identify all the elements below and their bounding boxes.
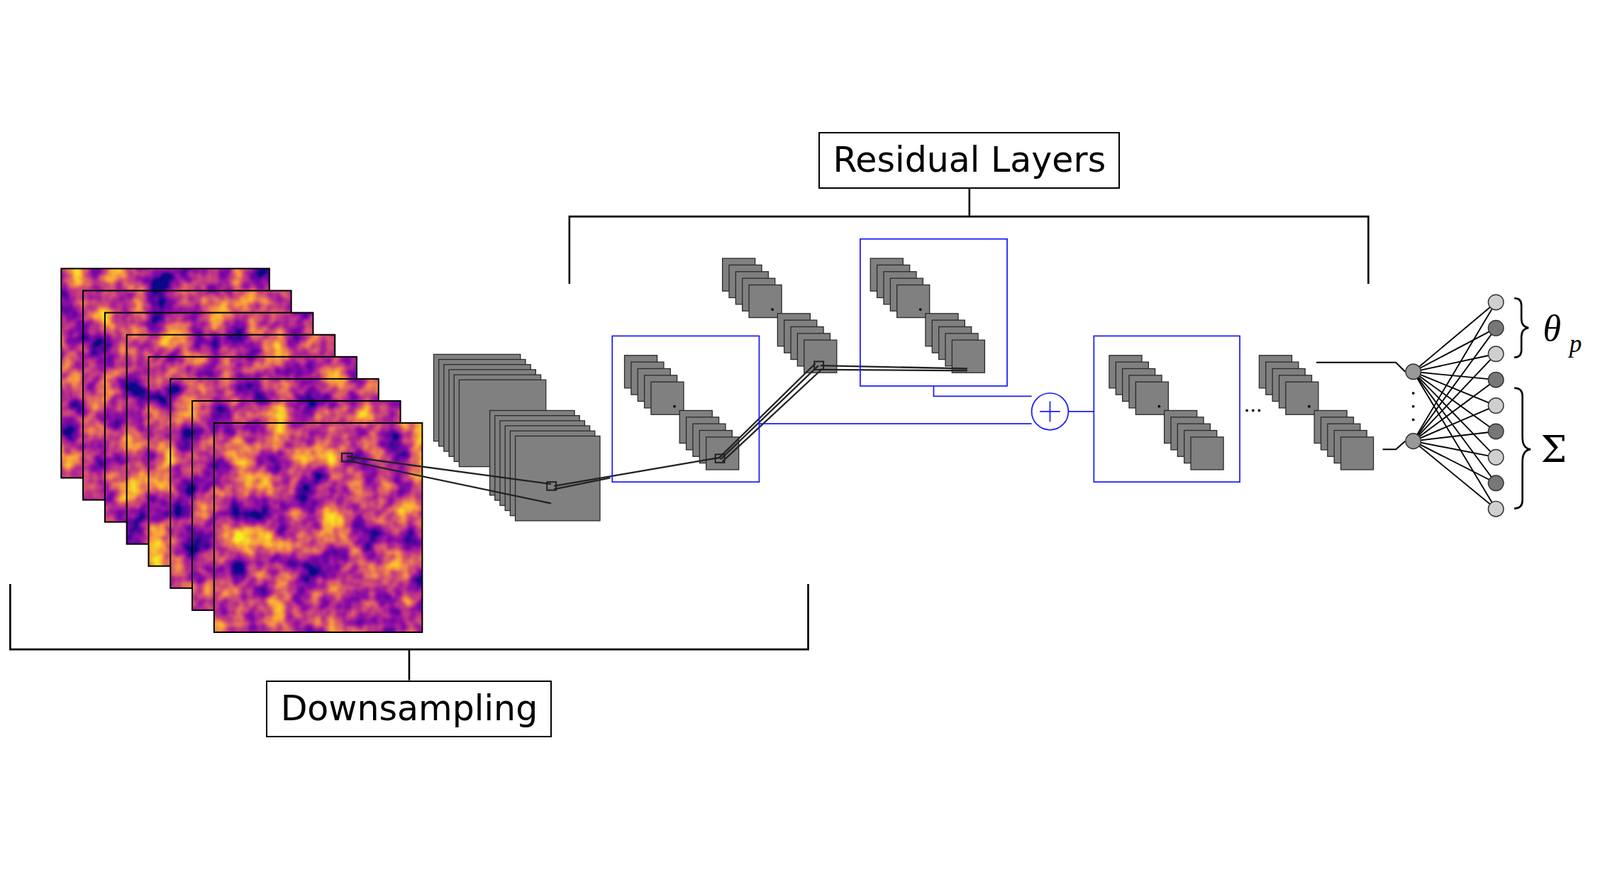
heatmap-stack: [60, 268, 422, 632]
dense-layer: [1405, 294, 1504, 517]
output-neuron: [1487, 449, 1504, 466]
dense-connection: [1413, 431, 1497, 442]
output-neuron: [1487, 371, 1504, 388]
heatmap-image: [214, 422, 423, 632]
dense-connection: [1413, 302, 1497, 372]
section-label: Downsampling: [280, 687, 539, 729]
feature-maps: [433, 258, 1374, 521]
output-neuron: [1487, 423, 1504, 440]
dense-connection: [1413, 441, 1497, 458]
section-label-box: Downsampling: [265, 680, 552, 737]
parameter-symbol: θ: [1542, 309, 1561, 347]
dot: [1307, 404, 1311, 408]
bracket-stem: [408, 648, 411, 680]
feature-map: [651, 381, 684, 415]
feature-map: [1135, 381, 1169, 415]
dense-connection: [1413, 441, 1497, 510]
dense-connection: [1413, 405, 1497, 442]
feature-map: [804, 339, 837, 373]
section-label-box: Residual Layers: [818, 131, 1120, 189]
dense-connection: [1413, 353, 1497, 372]
output-neuron: [1487, 346, 1504, 362]
dense-connection: [1413, 353, 1497, 442]
braces: [1514, 297, 1531, 508]
bracket: [569, 216, 1369, 284]
dense-connection: [1413, 371, 1497, 509]
dot: [770, 307, 774, 311]
output-neuron: [1487, 475, 1504, 491]
feature-map: [748, 285, 782, 318]
bracket: [9, 583, 808, 649]
dot: [1158, 404, 1161, 408]
subscript: p: [1569, 331, 1583, 357]
output-neuron: [1487, 294, 1504, 310]
covariance-symbol: Σ: [1541, 430, 1568, 468]
output-neuron: [1487, 397, 1504, 414]
dense-connection: [1413, 371, 1497, 432]
dense-connection: [1413, 441, 1497, 483]
feature-map: [1190, 436, 1224, 470]
frame-border: [214, 422, 423, 632]
output-neuron: [1487, 500, 1504, 517]
dot: [1412, 404, 1415, 408]
output-neuron: [1487, 320, 1504, 337]
dot: [1412, 418, 1415, 422]
feature-map: [897, 285, 930, 318]
feature-map: [1341, 436, 1374, 470]
heatmap-frame: [214, 422, 423, 632]
dense-connection: [1413, 327, 1497, 441]
dot: [1412, 391, 1415, 395]
brackets: [9, 188, 1369, 681]
feature-map: [1285, 381, 1319, 415]
dense-connection: [1413, 302, 1497, 442]
dot: [919, 307, 922, 311]
feature-map: [515, 435, 600, 520]
neuron: [1405, 363, 1422, 380]
dense-connection: [1413, 379, 1497, 441]
neuron: [1405, 433, 1422, 449]
residual-connections: [612, 239, 1240, 482]
dot: [673, 404, 676, 408]
section-label: Residual Layers: [833, 139, 1107, 181]
dense-connection: [1413, 327, 1497, 371]
output-wires: [1316, 362, 1405, 449]
bracket-stem: [968, 188, 971, 217]
ellipsis: [1245, 409, 1261, 413]
